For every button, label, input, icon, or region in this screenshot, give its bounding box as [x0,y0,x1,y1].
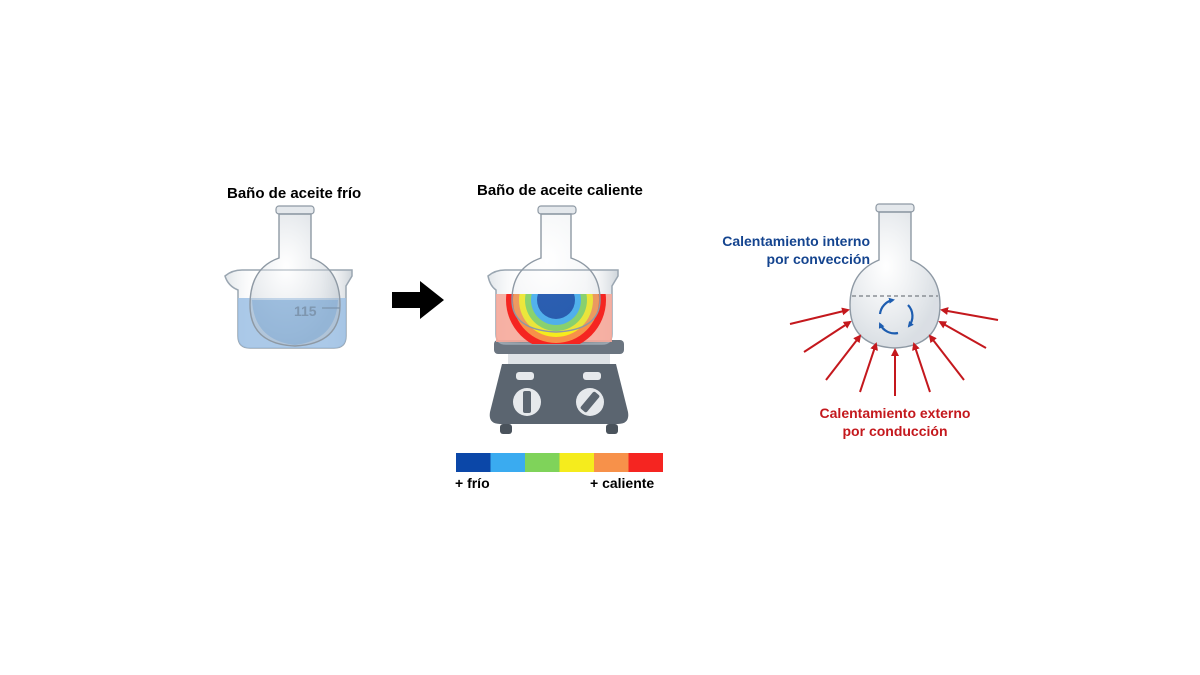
beaker-graduation: 115 [294,303,317,319]
external-heating-line1: Calentamiento externo [819,405,971,421]
right-arrow-icon [392,281,444,319]
cold-bath-title: Baño de aceite frío [227,185,362,202]
internal-heating-line1: Calentamiento interno [722,233,870,249]
round-bottom-flask-icon [249,205,341,347]
internal-heating-line2: por convección [766,251,870,267]
hot-bath-group [487,205,629,434]
hot-bath-title: Baño de aceite caliente [477,182,643,199]
scale-hot-label: + caliente [590,475,655,491]
scale-swatch [559,453,594,472]
scale-swatch [490,453,525,472]
cold-bath-group: 115 [224,205,353,349]
scale-swatch [456,453,491,472]
scale-swatch [525,453,560,472]
scale-cold-label: + frío [455,475,490,491]
internal-heating-label: Calentamiento interno por convección [700,232,870,268]
scale-swatch [594,453,629,472]
convection-cycle-icon [878,297,914,335]
round-bottom-flask-icon [511,205,601,333]
external-heating-line2: por conducción [842,423,948,439]
hotplate-icon [489,340,629,434]
external-heating-label: Calentamiento externo por conducción [805,404,985,440]
temperature-scale [456,453,663,472]
conduction-arrows [789,307,999,396]
round-bottom-flask-icon [849,203,941,349]
scale-swatch [628,453,663,472]
flask-heating-group [789,203,999,396]
